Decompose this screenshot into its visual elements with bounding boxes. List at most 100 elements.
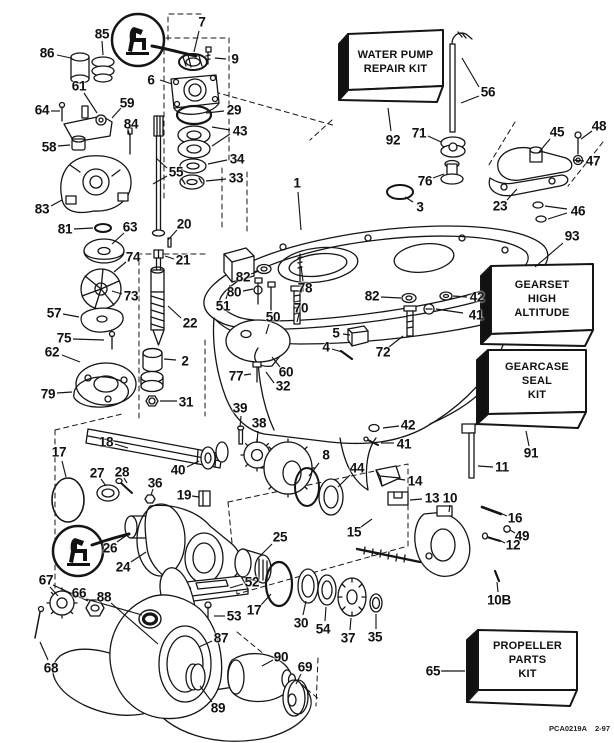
callout-46-39: 46	[570, 203, 586, 219]
callout-75-24: 75	[56, 330, 72, 346]
callout-30-86: 30	[293, 615, 309, 631]
doc-code-number: PCA0219A	[549, 724, 587, 733]
callout-91-56: 91	[523, 445, 539, 461]
callout-25-81: 25	[272, 529, 288, 545]
callout-19-65: 19	[176, 487, 192, 503]
callout-40-61: 40	[170, 462, 186, 478]
callout-27-62: 27	[89, 465, 105, 481]
callout-8-68: 8	[322, 447, 330, 463]
callout-26-79: 26	[102, 540, 118, 556]
callout-6-4: 6	[147, 72, 155, 88]
callout-17-83: 17	[246, 602, 262, 618]
callout-64-5: 64	[34, 102, 50, 118]
callout-59-7: 59	[119, 95, 135, 111]
callout-43-11: 43	[232, 123, 248, 139]
callout-18-59: 18	[98, 434, 114, 450]
callout-66-94: 66	[71, 585, 87, 601]
callout-72-52: 72	[375, 344, 391, 360]
gear-cluster-art	[51, 422, 511, 591]
callout-90-90: 90	[273, 649, 289, 665]
callout-62-25: 62	[44, 344, 60, 360]
water-pump-parts-art	[58, 52, 137, 408]
callout-67-93: 67	[38, 572, 54, 588]
callout-31-28: 31	[178, 394, 194, 410]
callout-53-84: 53	[226, 608, 242, 624]
callout-55-14: 55	[168, 164, 184, 180]
callout-39-66: 39	[232, 400, 248, 416]
callout-83-18: 83	[34, 201, 50, 217]
callout-24-80: 24	[115, 559, 131, 575]
driveshaft-art	[140, 115, 172, 407]
callout-92-31: 92	[385, 132, 401, 148]
callout-5-50: 5	[332, 325, 340, 341]
callout-78-44: 78	[297, 280, 313, 296]
propeller-group-art	[34, 548, 383, 742]
callout-1-29: 1	[293, 175, 301, 191]
callout-44-69: 44	[349, 460, 365, 476]
callout-48-36: 48	[591, 118, 607, 134]
callout-41-58: 41	[396, 436, 412, 452]
callout-82-47: 82	[364, 288, 380, 304]
callout-23-38: 23	[492, 198, 508, 214]
callout-21-16: 21	[175, 252, 191, 268]
seal-stack-art	[170, 46, 220, 190]
document-code: PCA0219A 2-97	[518, 724, 610, 733]
callout-42-57: 42	[400, 417, 416, 433]
callout-42-48: 42	[469, 289, 485, 305]
callout-10-72: 10	[442, 490, 458, 506]
callout-41-49: 41	[468, 307, 484, 323]
callout-17-60: 17	[51, 444, 67, 460]
callout-9-3: 9	[231, 51, 239, 67]
callout-3-30: 3	[416, 199, 424, 215]
callout-85-1: 85	[94, 26, 110, 42]
callout-81-19: 81	[57, 221, 73, 237]
callout-47-37: 47	[585, 153, 601, 169]
callout-65-97: 65	[425, 663, 441, 679]
callout-4-51: 4	[322, 339, 330, 355]
callout-33-13: 33	[228, 170, 244, 186]
callout-71-32: 71	[411, 125, 427, 141]
dashed-guides	[54, 13, 604, 707]
callout-69-91: 69	[297, 659, 313, 675]
callout-50-46: 50	[265, 309, 281, 325]
callout-88-95: 88	[96, 589, 112, 605]
callout-74-21: 74	[125, 249, 141, 265]
callout-16-74: 16	[507, 510, 523, 526]
callout-80-42: 80	[226, 284, 242, 300]
kit-box-gearcase-seal-label: GEARCASE SEAL KIT	[505, 360, 569, 402]
callout-58-9: 58	[41, 139, 57, 155]
callout-2-27: 2	[181, 353, 189, 369]
callout-36-64: 36	[147, 475, 163, 491]
callout-56-33: 56	[480, 84, 496, 100]
callout-13-71: 13	[424, 490, 440, 506]
callout-49-75: 49	[514, 528, 530, 544]
callout-32-54: 32	[275, 378, 291, 394]
callout-14-70: 14	[407, 473, 423, 489]
callout-89-92: 89	[210, 700, 226, 716]
kit-box-gearset-label: GEARSET HIGH ALTITUDE	[514, 278, 570, 320]
callout-11-73: 11	[495, 459, 509, 475]
callout-77-55: 77	[228, 368, 244, 384]
callout-54-87: 54	[315, 621, 331, 637]
callout-57-23: 57	[46, 305, 62, 321]
callout-37-88: 37	[340, 630, 356, 646]
callout-20-15: 20	[176, 216, 192, 232]
water-tube-bracket-art	[440, 31, 584, 223]
callout-7-2: 7	[198, 14, 206, 30]
callout-52-82: 52	[244, 574, 260, 590]
callout-12-76: 12	[505, 537, 521, 553]
callout-70-45: 70	[293, 300, 309, 316]
callout-29-10: 29	[226, 102, 242, 118]
housing-fasteners-art	[223, 184, 453, 383]
kit-box-water-pump-label: WATER PUMP REPAIR KIT	[357, 48, 434, 75]
callout-51-43: 51	[215, 298, 231, 314]
callout-10B-77: 10B	[487, 592, 511, 608]
callout-45-35: 45	[549, 124, 565, 140]
callout-84-8: 84	[123, 116, 139, 132]
callout-34-12: 34	[229, 151, 245, 167]
lubricant-icon	[51, 12, 198, 578]
doc-code-date: 2-97	[594, 724, 610, 733]
